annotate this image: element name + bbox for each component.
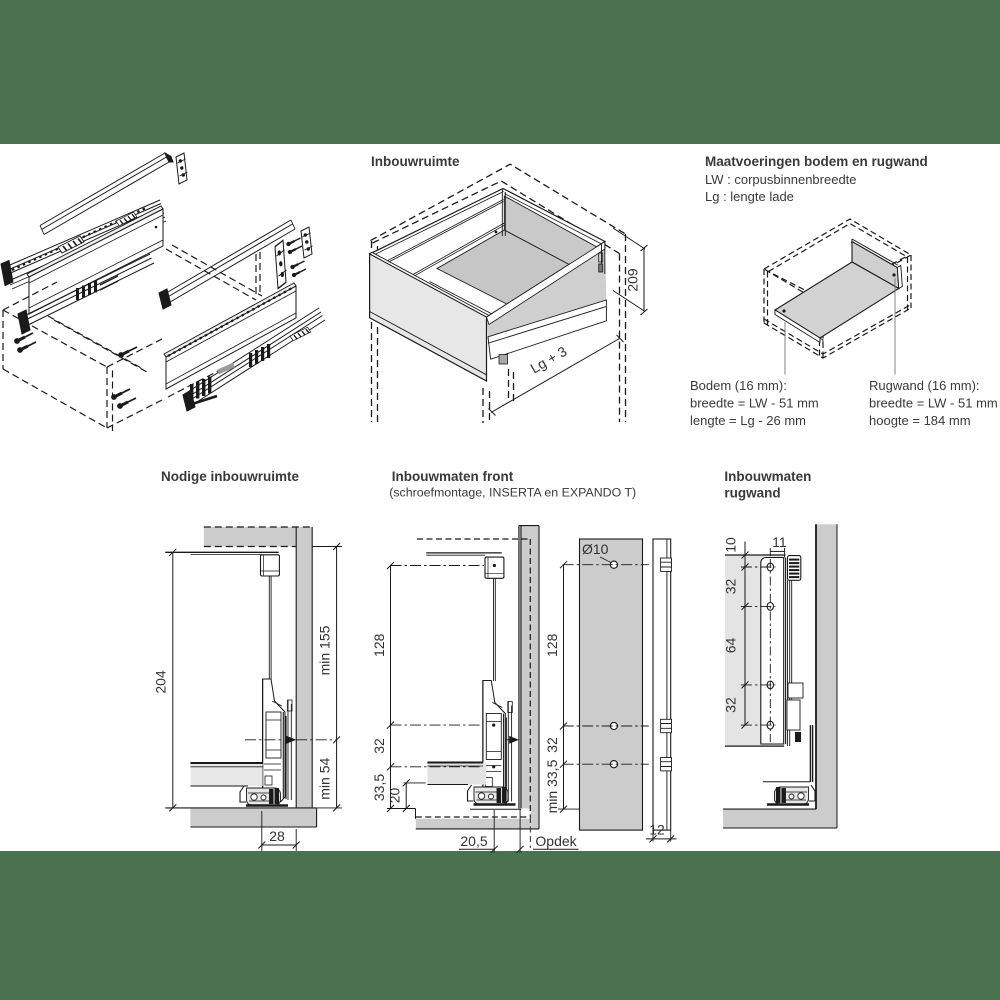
svg-text:10: 10 — [723, 537, 739, 553]
svg-text:min 33,5: min 33,5 — [544, 759, 560, 813]
svg-text:min 54: min 54 — [317, 757, 333, 799]
svg-text:Ø10: Ø10 — [582, 541, 609, 557]
svg-text:11: 11 — [772, 534, 787, 550]
svg-text:breedte = LW - 51 mm: breedte = LW - 51 mm — [690, 396, 819, 411]
svg-text:33,5: 33,5 — [371, 774, 387, 801]
svg-text:32: 32 — [544, 737, 560, 753]
svg-text:rugwand: rugwand — [724, 486, 780, 501]
svg-text:Lg : lengte lade: Lg : lengte lade — [705, 189, 794, 204]
svg-text:128: 128 — [371, 633, 387, 657]
svg-text:breedte = LW - 51 mm: breedte = LW - 51 mm — [869, 396, 998, 411]
svg-text:32: 32 — [723, 579, 739, 595]
svg-text:LW : corpusbinnenbreedte: LW : corpusbinnenbreedte — [705, 172, 857, 187]
svg-text:204: 204 — [153, 670, 169, 694]
svg-text:(schroefmontage, INSERTA en EX: (schroefmontage, INSERTA en EXPANDO T) — [389, 486, 636, 500]
svg-text:32: 32 — [371, 738, 387, 754]
svg-text:20: 20 — [387, 788, 403, 804]
svg-text:Inbouwruimte: Inbouwruimte — [371, 154, 460, 169]
svg-text:64: 64 — [723, 638, 739, 654]
svg-text:hoogte = 184 mm: hoogte = 184 mm — [869, 413, 971, 428]
svg-text:Inbouwmaten: Inbouwmaten — [724, 469, 811, 484]
svg-text:Bodem (16 mm):: Bodem (16 mm): — [690, 378, 787, 393]
svg-text:Inbouwmaten front: Inbouwmaten front — [392, 469, 514, 484]
svg-text:Rugwand (16 mm):: Rugwand (16 mm): — [869, 378, 980, 393]
svg-text:lengte = Lg - 26 mm: lengte = Lg - 26 mm — [690, 413, 806, 428]
svg-text:28: 28 — [269, 828, 285, 844]
svg-text:12: 12 — [649, 822, 665, 838]
svg-text:20,5: 20,5 — [460, 833, 487, 849]
svg-text:128: 128 — [544, 633, 560, 657]
svg-text:Nodige inbouwruimte: Nodige inbouwruimte — [161, 469, 299, 484]
svg-text:32: 32 — [723, 697, 739, 713]
svg-text:min 155: min 155 — [317, 625, 333, 675]
svg-text:Maatvoeringen bodem en rugwand: Maatvoeringen bodem en rugwand — [705, 154, 928, 169]
svg-text:Opdek: Opdek — [535, 833, 577, 849]
svg-text:209: 209 — [625, 268, 641, 292]
